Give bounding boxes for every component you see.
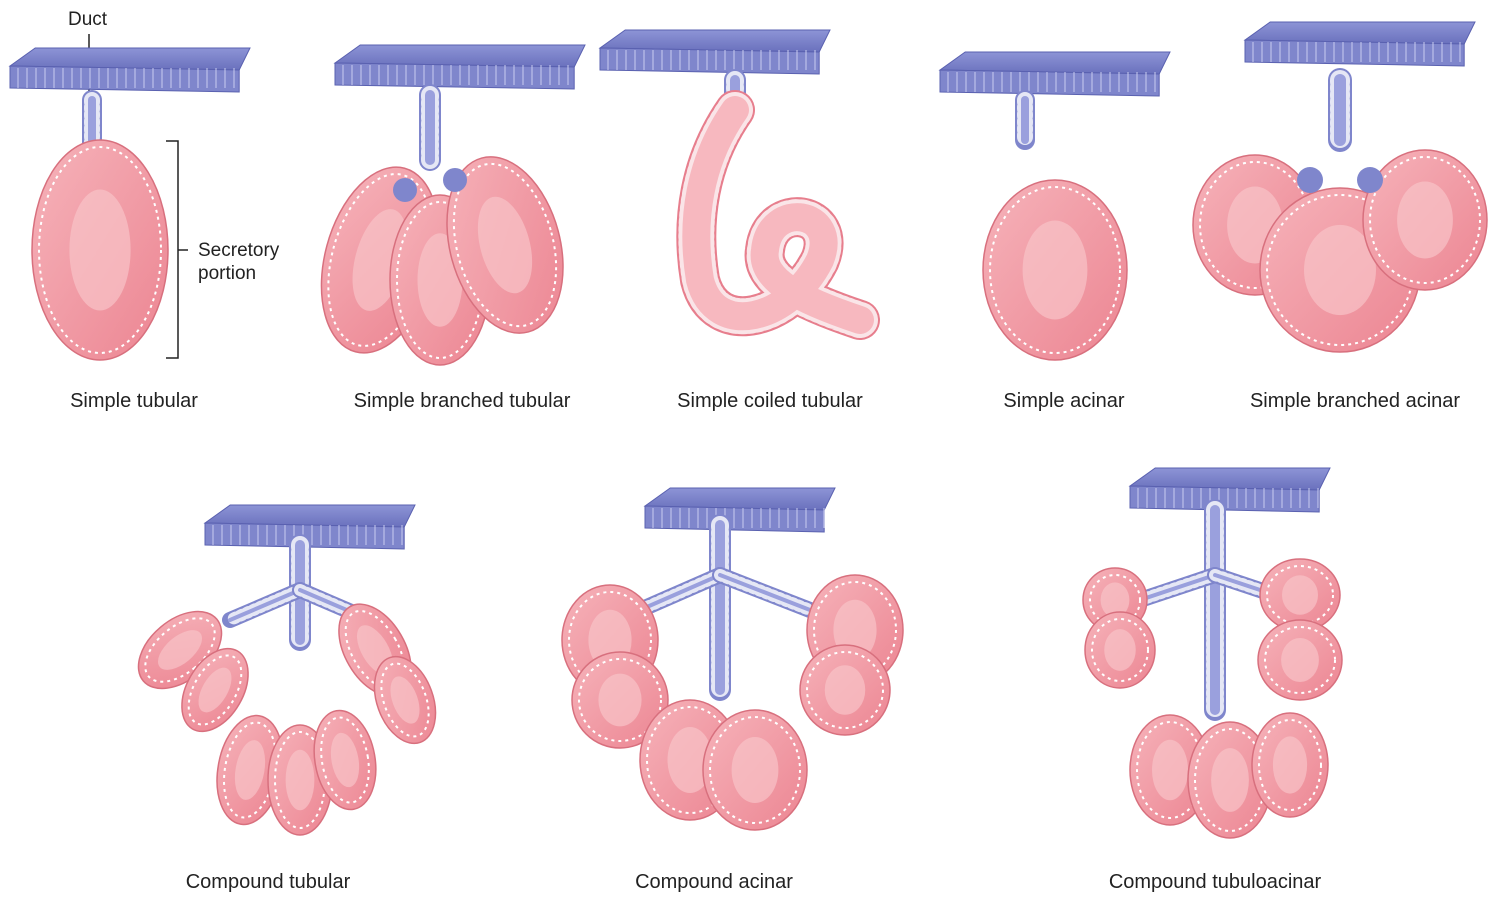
secretory-portion-label: Secretory portion [198, 239, 279, 285]
caption-simple-branched-tubular: Simple branched tubular [354, 390, 571, 413]
secretory-label-line1: Secretory [198, 239, 279, 262]
caption-simple-branched-acinar: Simple branched acinar [1250, 390, 1460, 413]
gland-simple-coiled-tubular [600, 30, 860, 320]
gland-simple-branched-acinar [1193, 22, 1487, 352]
secretory-label-line2: portion [198, 262, 279, 285]
gland-simple-branched-tubular [302, 45, 585, 366]
secretory-bracket [166, 141, 188, 358]
caption-compound-tubular: Compound tubular [186, 871, 351, 894]
caption-compound-acinar: Compound acinar [635, 871, 793, 894]
caption-simple-tubular: Simple tubular [70, 390, 198, 413]
caption-simple-coiled-tubular: Simple coiled tubular [677, 390, 863, 413]
gland-compound-tubular [124, 505, 447, 835]
duct-label: Duct [68, 8, 107, 31]
gland-compound-acinar [562, 488, 903, 830]
caption-compound-tubuloacinar: Compound tubuloacinar [1109, 871, 1321, 894]
gland-simple-tubular [10, 48, 250, 360]
caption-simple-acinar: Simple acinar [1003, 390, 1124, 413]
gland-compound-tubuloacinar [1083, 468, 1342, 838]
gland-simple-acinar [940, 52, 1170, 360]
